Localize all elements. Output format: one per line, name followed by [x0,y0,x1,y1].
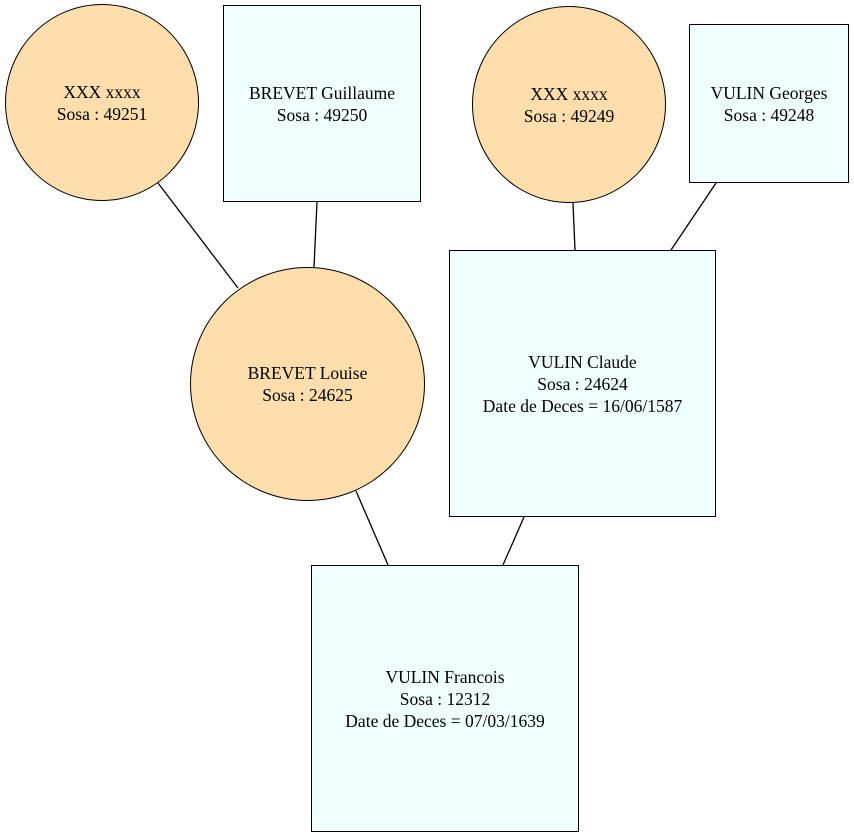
person-name: BREVET Louise [247,363,368,383]
person-node-sosa-24625: BREVET Louise Sosa : 24625 [190,267,425,501]
person-node-sosa-49250: BREVET Guillaume Sosa : 49250 [223,5,421,202]
link-24624-12312 [502,516,525,566]
person-sosa: Sosa : 49250 [276,104,368,125]
person-node-sosa-49248: VULIN Georges Sosa : 49248 [689,24,849,183]
person-name: XXX xxxx [530,83,608,104]
person-node-sosa-49249: XXX xxxx Sosa : 49249 [472,6,666,203]
person-name: BREVET Guillaume [249,82,395,103]
person-sosa: Sosa : 49249 [523,105,615,126]
person-name: VULIN Georges [710,82,828,103]
link-49250-24625 [313,201,318,268]
link-49251-24625 [157,182,239,289]
person-name: VULIN Francois [385,666,505,687]
person-sosa: Sosa : 24624 [537,373,628,394]
person-death-date: Date de Deces = 07/03/1639 [345,710,545,731]
person-node-sosa-12312: VULIN Francois Sosa : 12312 Date de Dece… [311,565,579,832]
link-49248-24624 [670,182,717,251]
person-name: XXX xxxx [63,81,141,102]
person-sosa: Sosa : 49251 [56,103,148,124]
person-node-sosa-24624: VULIN Claude Sosa : 24624 Date de Deces … [449,250,716,517]
link-24625-12312 [355,490,389,566]
person-death-date: Date de Deces = 16/06/1587 [482,395,683,416]
person-node-sosa-49251: XXX xxxx Sosa : 49251 [5,4,199,201]
person-sosa: Sosa : 24625 [262,385,353,405]
person-sosa: Sosa : 12312 [399,688,491,709]
link-49249-24624 [572,202,576,251]
person-sosa: Sosa : 49248 [723,104,815,125]
person-name: VULIN Claude [528,351,637,372]
